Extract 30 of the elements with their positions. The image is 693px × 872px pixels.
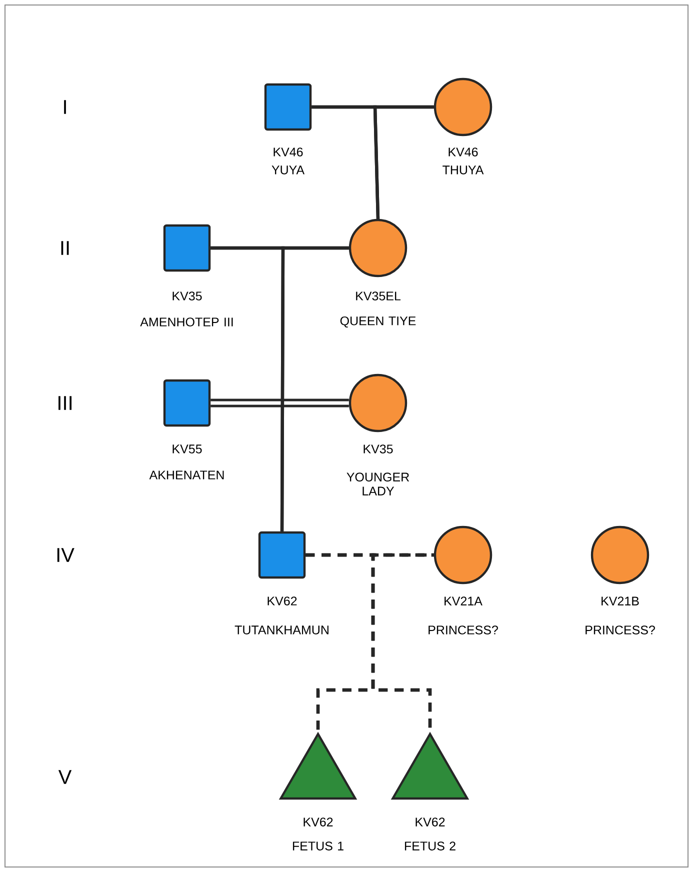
name-label: FETUS 2 — [404, 842, 456, 850]
name-label: YUYA — [272, 166, 305, 174]
name-label: THUYA — [442, 166, 484, 174]
pedigree-line — [280, 246, 349, 532]
tomb-label: KV62 — [416, 818, 445, 826]
tomb-label: KV46 — [274, 148, 303, 156]
generation-numeral: III — [58, 396, 72, 410]
tomb-label: KV21B — [602, 596, 639, 606]
name-label: QUEEN TIYE — [340, 316, 416, 328]
name-label: AMENHOTEP III — [140, 318, 233, 326]
tomb-label: KV35 — [364, 444, 393, 454]
double-line — [209, 398, 350, 408]
tomb-label: KV46 — [448, 148, 478, 156]
generation-numeral: II — [61, 241, 69, 255]
name-label: PRINCESS? — [586, 626, 655, 634]
name-label: TUTANKHAMUN — [234, 626, 328, 634]
name-label: FETUS 1 — [292, 842, 344, 850]
tomb-label: KV62 — [304, 818, 333, 826]
generation-numeral: IV — [57, 548, 74, 562]
tomb-label: KV21A — [444, 596, 482, 606]
tomb-label: KV55 — [172, 444, 202, 454]
tomb-label: KV62 — [268, 596, 297, 606]
name-label: AKHENATEN — [149, 470, 224, 480]
tomb-label: KV35 — [172, 292, 202, 300]
name-label: YOUNGER LADY — [346, 472, 410, 496]
generation-numeral: V — [58, 770, 72, 784]
pedigree-line — [373, 105, 434, 219]
name-label: PRINCESS? — [428, 626, 498, 634]
tomb-label: KV35EL — [356, 292, 401, 300]
generation-numeral: I — [64, 100, 66, 114]
